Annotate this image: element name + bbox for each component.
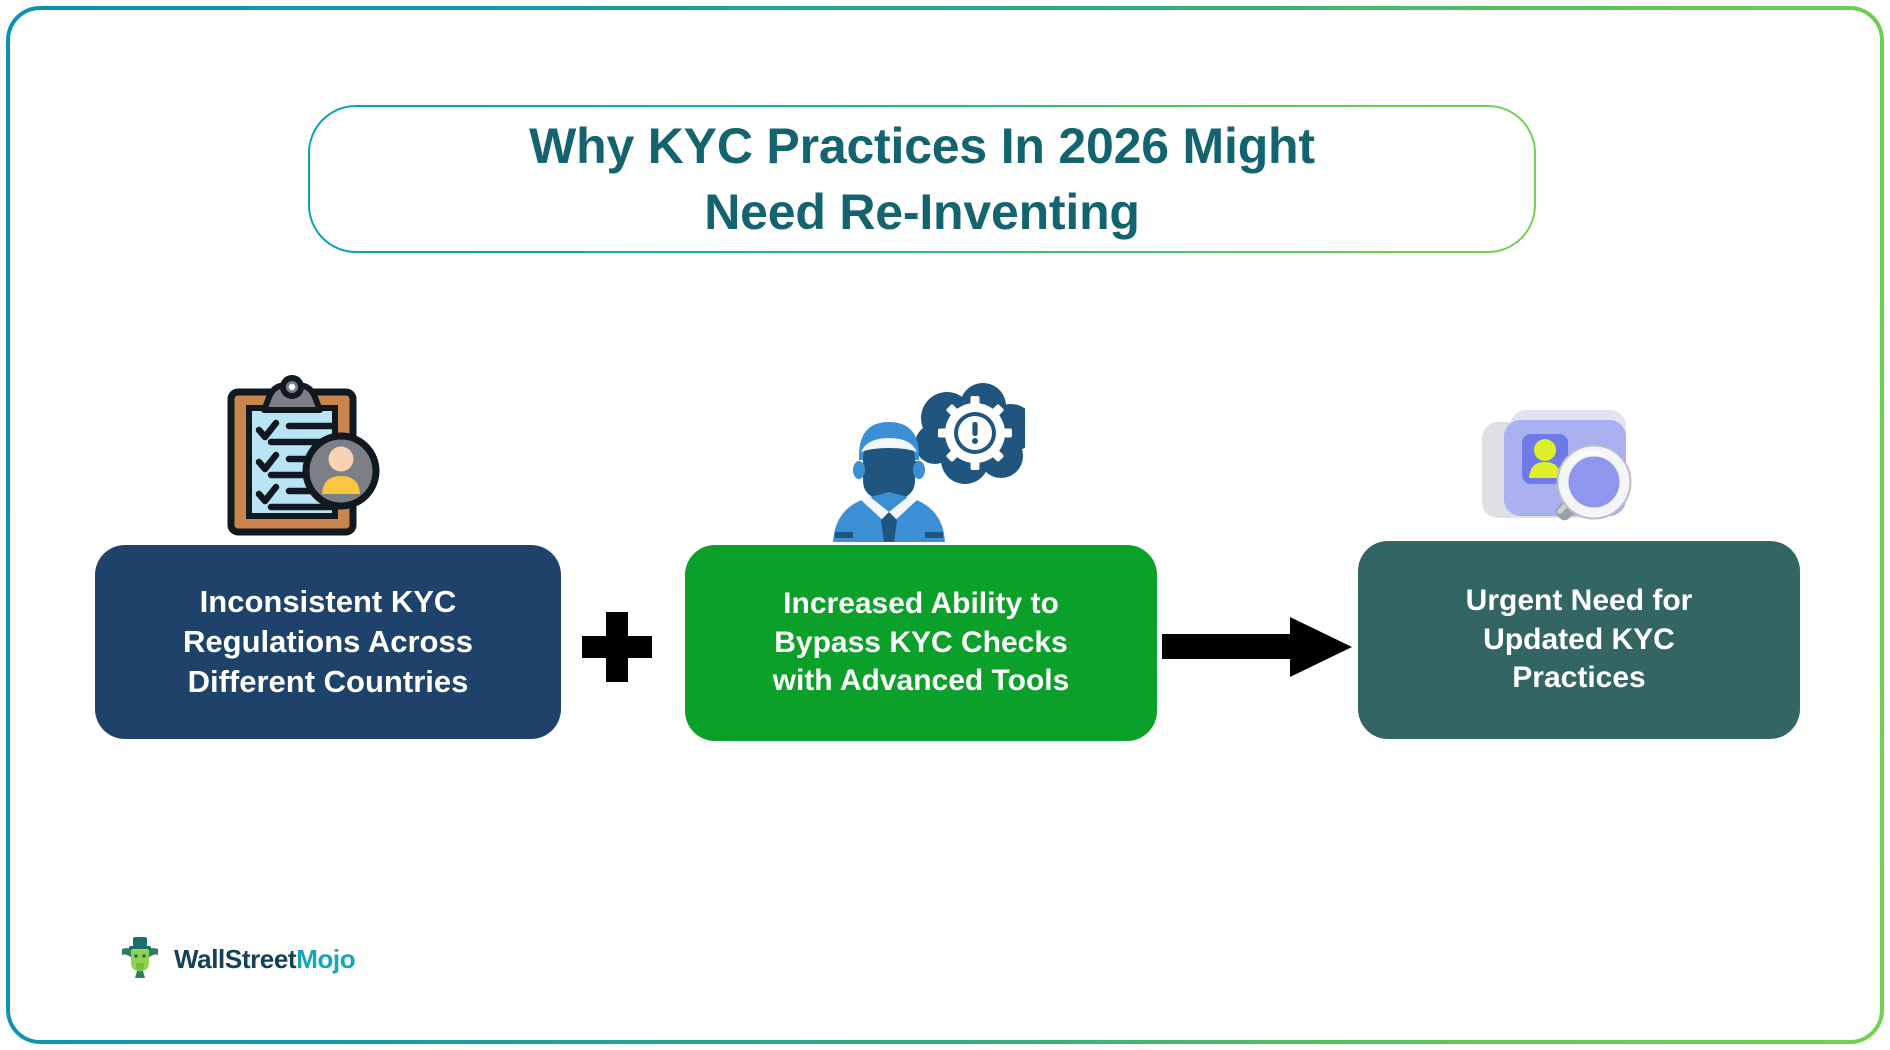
wallstreetmojo-logo[interactable]: WallStreetMojo <box>118 935 356 984</box>
id-card-magnifier-icon <box>1470 398 1650 538</box>
title-box: Why KYC Practices In 2026 Might Need Re-… <box>308 105 1536 253</box>
logo-wordmark-part-2: Mojo <box>296 944 356 974</box>
logo-wordmark: WallStreetMojo <box>174 944 356 975</box>
flow-card-3: Urgent Need for Updated KYC Practices <box>1358 541 1800 739</box>
flow-card-1: Inconsistent KYC Regulations Across Diff… <box>95 545 561 739</box>
wallstreetmojo-bull-icon <box>118 935 162 984</box>
page-title: Why KYC Practices In 2026 Might Need Re-… <box>529 117 1315 241</box>
arrow-shaft <box>1162 634 1302 659</box>
arrow-right-operator-icon <box>1162 617 1352 677</box>
plus-operator-icon <box>582 612 652 682</box>
plus-vertical-bar <box>606 612 628 682</box>
logo-wordmark-part-1: WallStreet <box>174 944 297 974</box>
flow-card-2: Increased Ability to Bypass KYC Checks w… <box>685 545 1157 741</box>
clipboard-checklist-person-icon <box>205 370 395 540</box>
title-box-inner: Why KYC Practices In 2026 Might Need Re-… <box>310 107 1534 251</box>
flow-card-2-label: Increased Ability to Bypass KYC Checks w… <box>772 586 1070 698</box>
flow-card-1-label: Inconsistent KYC Regulations Across Diff… <box>183 584 473 699</box>
arrow-head <box>1290 617 1352 677</box>
person-thinking-gear-alert-icon <box>825 382 1025 542</box>
flow-card-3-label: Urgent Need for Updated KYC Practices <box>1465 583 1693 695</box>
